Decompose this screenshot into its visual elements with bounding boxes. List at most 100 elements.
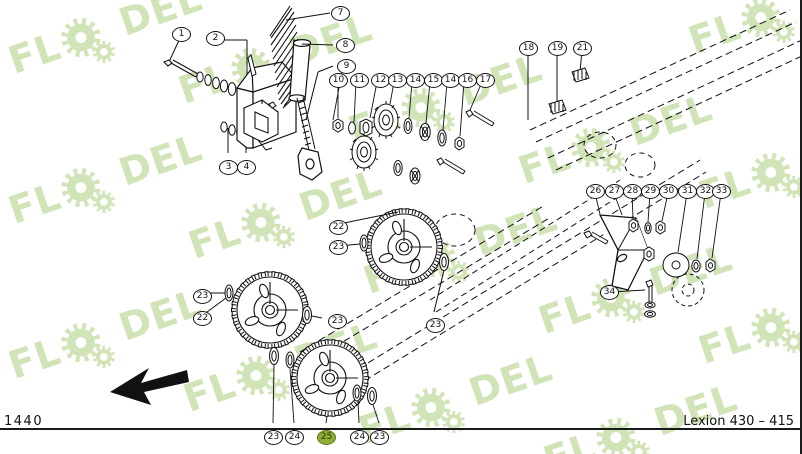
callout-12[interactable]: 12 [371,73,390,88]
sprocket-tooth [304,345,312,353]
lower-bolt-stack [644,279,656,318]
callout-label: 21 [576,43,589,53]
sprocket-tooth [324,339,329,345]
callout-16[interactable]: 16 [458,73,477,88]
callout-label: 31 [681,186,694,196]
leader-line [311,315,323,319]
drive-sprocket-left [231,271,309,349]
sprocket-tooth [235,326,243,333]
sprocket-tooth [288,277,296,285]
sprocket-tooth [337,410,343,417]
sprocket-tooth [378,272,386,280]
sprocket-tooth [239,331,247,338]
sprocket-tooth [317,339,323,346]
sprocket-tooth [343,407,350,414]
callout-24[interactable]: 24 [285,430,304,445]
callout-19[interactable]: 19 [548,41,567,56]
sprocket-tooth [283,274,290,281]
bracket-bolt [583,230,609,245]
sprocket-tooth [331,339,336,345]
callout-28[interactable]: 28 [623,184,642,199]
sprocket-tooth [405,280,410,286]
callout-34[interactable]: 34 [600,285,619,300]
callout-14[interactable]: 14 [406,73,425,88]
callout-26[interactable]: 26 [586,184,605,199]
sprocket-tooth [437,237,443,243]
callout-30[interactable]: 30 [659,184,678,199]
sprocket-tooth [363,368,369,374]
callout-label: 16 [461,75,474,85]
sprocket-tooth [398,280,403,286]
callout-label: 28 [626,186,639,196]
sprocket-tooth [288,335,296,343]
callout-22[interactable]: 22 [329,220,348,235]
callout-7[interactable]: 7 [331,6,350,21]
sprocket-tooth [373,268,381,275]
callout-8[interactable]: 8 [336,38,355,53]
sprocket-tooth [398,208,403,214]
callout-25-selected[interactable]: 25 [317,430,336,445]
sprocket-tooth [434,231,442,237]
callout-33[interactable]: 33 [712,184,731,199]
callout-14[interactable]: 14 [441,73,460,88]
sprocket-tooth [357,355,365,362]
callout-32[interactable]: 32 [696,184,715,199]
callout-23[interactable]: 23 [370,430,389,445]
callout-label: 3 [225,162,232,172]
sprocket-tooth [384,276,391,283]
direction-arrow [110,368,189,405]
sprocket-tooth [264,271,269,277]
sprocket-tooth [264,343,269,349]
sprocket-tooth [277,271,283,278]
callout-3[interactable]: 3 [219,160,238,175]
callout-4[interactable]: 4 [237,160,256,175]
callout-label: 29 [644,186,657,196]
sprocket-tooth [378,214,386,222]
callout-29[interactable]: 29 [641,184,660,199]
callout-2[interactable]: 2 [206,31,225,46]
callout-23[interactable]: 23 [329,240,348,255]
sprocket-tooth [431,224,439,231]
callout-label: 30 [662,186,675,196]
callout-9[interactable]: 9 [337,59,356,74]
callout-13[interactable]: 13 [388,73,407,88]
callout-label: 23 [196,291,209,301]
callout-label: 34 [603,287,616,297]
callout-1[interactable]: 1 [172,27,191,42]
callout-10[interactable]: 10 [329,73,348,88]
callout-24[interactable]: 24 [350,430,369,445]
sprocket-tooth [369,263,377,270]
callout-23[interactable]: 23 [264,430,283,445]
callout-23[interactable]: 23 [426,318,445,333]
callout-label: 25 [320,432,333,442]
clevis-end [297,147,323,181]
sprocket-tooth [360,362,368,368]
callout-22[interactable]: 22 [193,311,212,326]
leader-line [317,65,334,73]
sprocket-tooth [337,339,343,346]
callout-23[interactable]: 23 [193,289,212,304]
sprocket-tooth [297,326,305,333]
callout-label: 10 [332,75,345,85]
callout-17[interactable]: 17 [476,73,495,88]
sprocket-tooth [331,411,336,417]
sprocket-tooth [353,350,361,357]
callout-11[interactable]: 11 [350,73,369,88]
sprocket-tooth [373,219,381,226]
callout-18[interactable]: 18 [519,41,538,56]
sprocket-tooth [297,287,305,294]
callout-label: 22 [196,313,209,323]
callout-label: 23 [331,316,344,326]
callout-label: 14 [444,75,457,85]
callout-23[interactable]: 23 [328,314,347,329]
callout-31[interactable]: 31 [678,184,697,199]
sprocket-tooth [411,208,417,215]
sprocket-tooth [257,342,263,349]
callout-label: 15 [427,75,440,85]
sprocket-tooth [304,403,312,411]
callout-21[interactable]: 21 [573,41,592,56]
sprocket-tooth [348,345,356,353]
damper-cylinder [288,38,312,102]
callout-label: 14 [409,75,422,85]
callout-27[interactable]: 27 [605,184,624,199]
